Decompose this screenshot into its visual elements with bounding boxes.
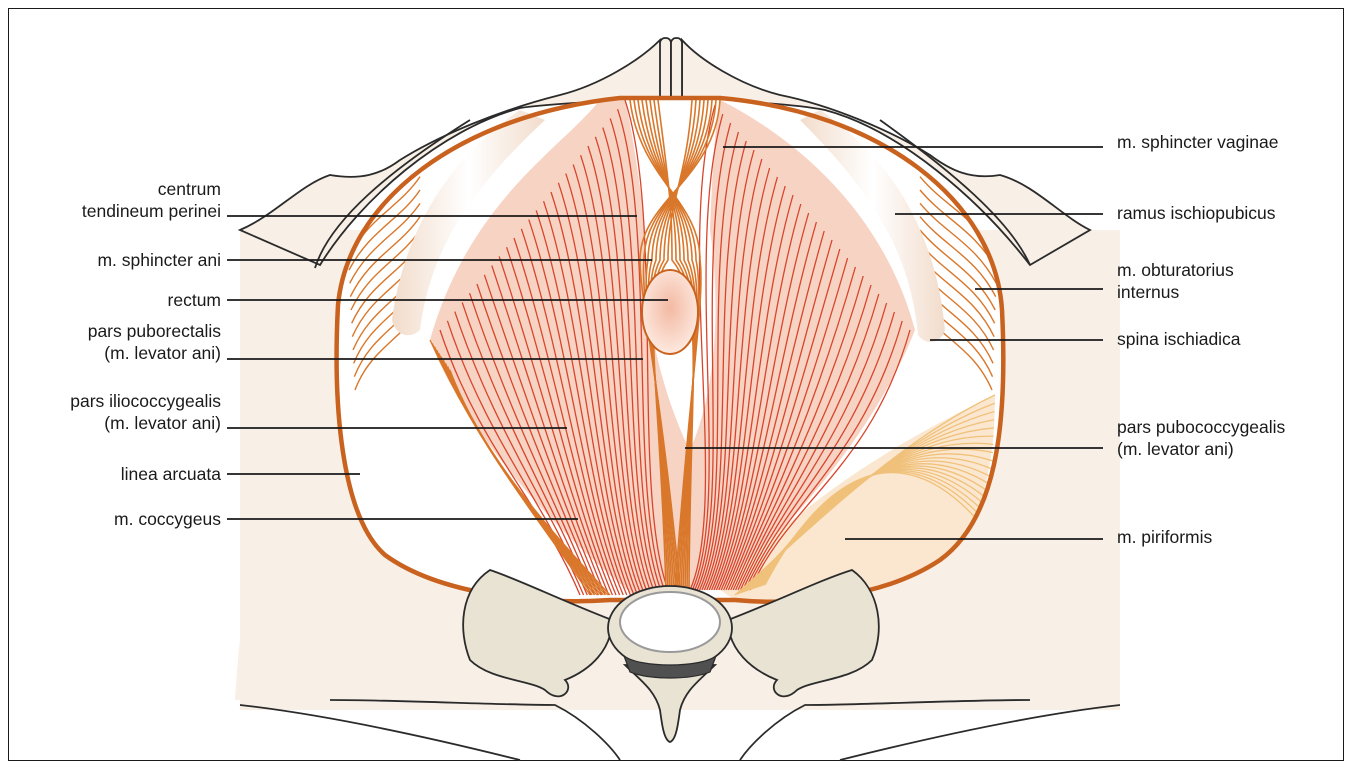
label-linea-arcuata: linea arcuata — [121, 463, 221, 485]
label-iliococcygealis-line: (m. levator ani) — [70, 412, 221, 434]
label-puborectalis-line: pars puborectalis — [88, 320, 221, 342]
label-sphincter-vaginae-line: m. sphincter vaginae — [1117, 131, 1278, 153]
label-rectum-line: rectum — [168, 289, 221, 311]
label-pubococcygealis-line: (m. levator ani) — [1117, 438, 1285, 460]
label-obturatorius-line: internus — [1117, 281, 1234, 303]
label-spina-line: spina ischiadica — [1117, 328, 1241, 350]
label-sphincter-vaginae: m. sphincter vaginae — [1117, 131, 1278, 153]
label-ramus: ramus ischiopubicus — [1117, 202, 1276, 224]
label-obturatorius-line: m. obturatorius — [1117, 259, 1234, 281]
rectum-shape — [642, 270, 698, 354]
label-sphincter-ani: m. sphincter ani — [97, 249, 221, 271]
vertebral-canal — [620, 592, 720, 652]
label-centrum-line: centrum — [82, 178, 221, 200]
label-iliococcygealis-line: pars iliococcygealis — [70, 390, 221, 412]
label-puborectalis: pars puborectalis(m. levator ani) — [88, 320, 221, 364]
right-leg-line-outer — [840, 705, 1120, 760]
label-coccygeus: m. coccygeus — [114, 508, 221, 530]
label-iliococcygealis: pars iliococcygealis(m. levator ani) — [70, 390, 221, 434]
label-coccygeus-line: m. coccygeus — [114, 508, 221, 530]
label-linea-arcuata-line: linea arcuata — [121, 463, 221, 485]
left-leg-line-outer — [240, 705, 520, 760]
symphysis-left — [660, 38, 671, 100]
label-piriformis-line: m. piriformis — [1117, 526, 1212, 548]
label-centrum-line: tendineum perinei — [82, 200, 221, 222]
label-puborectalis-line: (m. levator ani) — [88, 342, 221, 364]
label-pubococcygealis: pars pubococcygealis(m. levator ani) — [1117, 416, 1285, 460]
label-spina: spina ischiadica — [1117, 328, 1241, 350]
symphysis-right — [671, 38, 682, 100]
label-piriformis: m. piriformis — [1117, 526, 1212, 548]
label-rectum: rectum — [168, 289, 221, 311]
label-ramus-line: ramus ischiopubicus — [1117, 202, 1276, 224]
label-pubococcygealis-line: pars pubococcygealis — [1117, 416, 1285, 438]
label-sphincter-ani-line: m. sphincter ani — [97, 249, 221, 271]
